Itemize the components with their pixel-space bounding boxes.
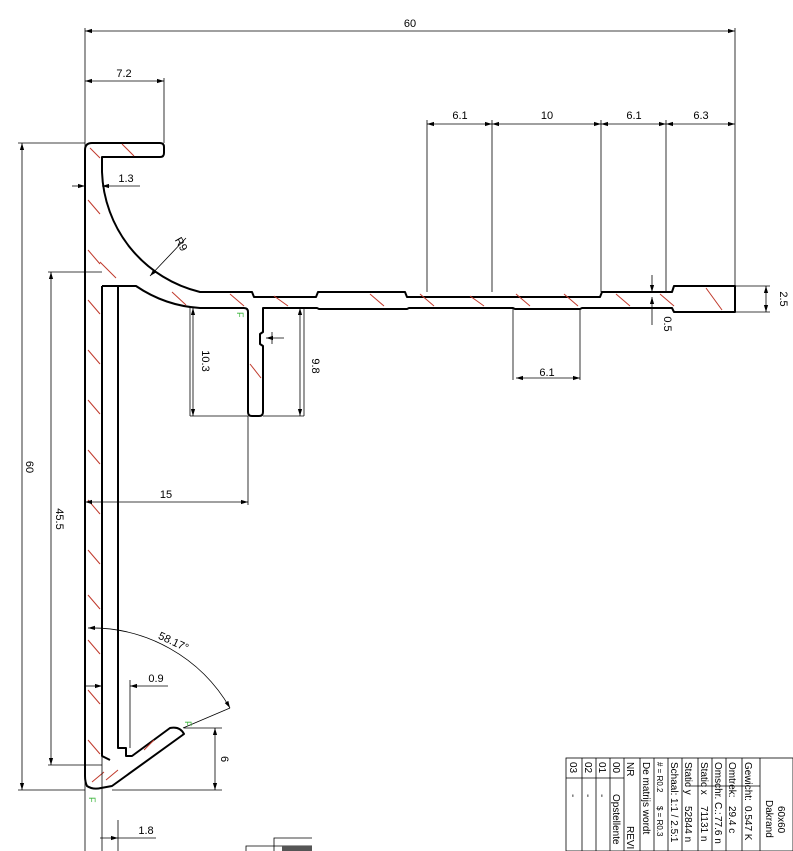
- dim-bottom-notch-width: 6.1: [539, 367, 554, 379]
- dim-overall-height: 60: [23, 461, 35, 473]
- dim-lip-width: 7.2: [116, 68, 131, 80]
- static-x-label: Static x: [698, 762, 709, 795]
- dim-leg-height-right: 9.8: [309, 358, 321, 373]
- revision-header-revi: REVI: [624, 826, 635, 849]
- omschr-value: 77.6 n: [712, 816, 723, 844]
- dim-notch-spacing-2: 10: [541, 110, 553, 122]
- dim-inner-height: 45.5: [53, 508, 65, 529]
- revision-00-text: Opstellente: [610, 794, 621, 845]
- revision-02-text: -: [582, 794, 593, 797]
- dim-gap: 0.9: [148, 673, 163, 685]
- revision-00-nr: 00: [610, 762, 621, 774]
- profile-name: 60x60: [775, 806, 786, 834]
- title-block: 03 - 02 - 01 - 00 Opstellente NR REVI De…: [565, 757, 793, 851]
- static-x-value: 71131 n: [698, 806, 709, 841]
- omtrek-value: 29.4 c: [726, 806, 737, 833]
- weight-label: Gewicht:: [742, 762, 753, 801]
- dimension-labels: 60 7.2 1.3 R9 6.1 10 6.1 6.3 2.5 0.5 6.1…: [23, 18, 789, 837]
- revision-01-text: -: [596, 794, 607, 797]
- f-marker-bottom: F: [87, 797, 97, 803]
- static-y-label: Static y: [682, 762, 693, 795]
- dim-end-length: 6.3: [693, 110, 708, 122]
- dim-leg-height-left: 10.3: [199, 350, 211, 371]
- dim-groove-depth: 0.5: [661, 316, 673, 331]
- revision-02-nr: 02: [582, 762, 593, 774]
- dim-foot-width: 1.8: [138, 825, 153, 837]
- matrix-note: De matrijs wordt: [640, 762, 651, 834]
- dim-notch-spacing-1: 6.1: [452, 110, 467, 122]
- dim-radius: R9: [172, 235, 189, 253]
- weight-value: 0.547 K: [742, 806, 753, 841]
- dimension-lines: [18, 28, 770, 851]
- revision-header-nr: NR: [624, 762, 635, 776]
- radius-note-2: $ = R0.3: [655, 806, 664, 837]
- omschr-label: Omschr. C.:: [712, 762, 723, 815]
- revision-03-nr: 03: [567, 762, 578, 774]
- scale-value: 1:1 / 2.5:1: [668, 798, 679, 843]
- partial-drawing-fragment: [245, 837, 312, 851]
- dim-overall-width: 60: [404, 18, 416, 30]
- static-y-value: 52844 n: [682, 806, 693, 842]
- revision-03-text: -: [567, 794, 578, 797]
- radius-note-1: # = R0.2: [655, 762, 664, 793]
- dim-plate-thickness: 2.5: [777, 291, 789, 306]
- omtrek-label: Omtrek:: [726, 762, 737, 798]
- profile-type: Dakrand: [763, 800, 774, 838]
- f-markers: F F F: [87, 312, 245, 803]
- dim-notch-spacing-3: 6.1: [626, 110, 641, 122]
- dim-wall-thickness: 1.3: [118, 173, 133, 185]
- dim-leg-offset: 15: [160, 489, 172, 501]
- revision-01-nr: 01: [596, 762, 607, 774]
- f-marker-top: F: [235, 312, 245, 318]
- scale-label: Schaal:: [668, 762, 679, 795]
- f-marker-clip: F: [183, 721, 193, 727]
- dim-clip-height: 6: [218, 756, 230, 762]
